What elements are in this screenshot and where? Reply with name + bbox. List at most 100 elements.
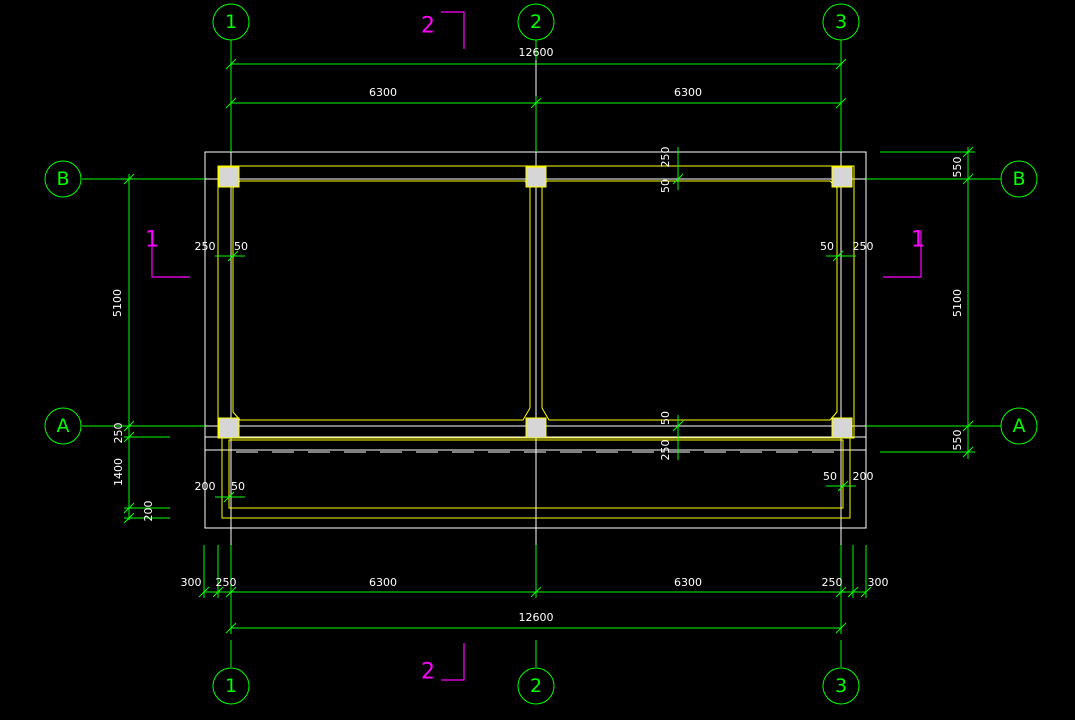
tick (212, 586, 224, 598)
column-a3 (831, 417, 853, 439)
dim-beam-bottom-width: 250 (659, 440, 672, 461)
grid-bubble-2-top (517, 3, 555, 41)
grid-label-1-bottom: 1 (225, 675, 237, 697)
tick (225, 58, 237, 70)
tick (962, 446, 974, 458)
dim-bottom-bay-right: 6300 (674, 576, 702, 589)
tick (835, 586, 847, 598)
section-label-2-bottom: 2 (421, 660, 435, 685)
section-markers: 2 2 1 1 (145, 11, 925, 685)
dim-right-span: 5100 (951, 289, 964, 317)
grid-bubble-3-bottom (822, 667, 860, 705)
tick (223, 491, 235, 503)
grid-bubble-1-bottom (212, 667, 250, 705)
top-dimensions: 12600 6300 6300 (225, 46, 847, 152)
dim-bottom-bay-left: 6300 (369, 576, 397, 589)
tick (225, 97, 237, 109)
dim-extension-left-offset: 50 (231, 480, 245, 493)
tick (860, 586, 872, 598)
column-b3 (831, 166, 853, 188)
dim-left-offset: 50 (234, 240, 248, 253)
dim-right-offset: 50 (820, 240, 834, 253)
extension-inner (228, 439, 844, 509)
bay-inner-right (541, 180, 838, 421)
column-a2 (525, 417, 547, 439)
dim-beam-top-offset: 50 (659, 179, 672, 193)
grid-label-b-right: B (1012, 168, 1025, 190)
grid-label-2-top: 2 (530, 11, 542, 33)
tick (847, 586, 859, 598)
dim-bottom-total: 12600 (519, 611, 554, 624)
tick (962, 146, 974, 158)
section-mark-2-bottom (441, 643, 465, 681)
grid-bubble-b-right (1000, 160, 1038, 198)
tick (962, 420, 974, 432)
tick (227, 250, 239, 262)
grid-bubble-a-left (44, 407, 82, 445)
dim-top-bay-left: 6300 (369, 86, 397, 99)
tick (530, 586, 542, 598)
dim-right-wall: 250 (853, 240, 874, 253)
section-mark-1-right (883, 230, 922, 278)
tick (123, 420, 135, 432)
tick (225, 586, 237, 598)
tick (198, 586, 210, 598)
grid-label-1-top: 1 (225, 11, 237, 33)
bottom-dimensions: 300 250 6300 6300 250 300 12600 (181, 545, 889, 634)
section-label-1-right: 1 (911, 228, 925, 253)
tick (835, 97, 847, 109)
dim-left-a-offset: 250 (112, 423, 125, 444)
dim-beam-bottom-offset: 50 (659, 411, 672, 425)
column-b2 (525, 166, 547, 188)
tick (123, 431, 135, 443)
grid-bubble-1-top (212, 3, 250, 41)
dim-extension-right-offset: 50 (823, 470, 837, 483)
dim-bottom-right-wall: 250 (822, 576, 843, 589)
section-mark-2-top (441, 11, 465, 49)
dim-right-top: 550 (951, 157, 964, 178)
section-mark-1-left (151, 230, 190, 278)
tick (123, 173, 135, 185)
dim-extension-left-wall: 200 (195, 480, 216, 493)
tick (530, 97, 542, 109)
dim-bottom-left-margin: 300 (181, 576, 202, 589)
section-label-2-top: 2 (421, 14, 435, 39)
dim-bottom-left-wall: 250 (216, 576, 237, 589)
dim-left-span: 5100 (111, 289, 124, 317)
columns (218, 166, 853, 439)
bay-inner-left (232, 180, 531, 421)
dim-top-total: 12600 (519, 46, 554, 59)
dim-beam-top-width: 250 (659, 147, 672, 168)
grid-label-2-bottom: 2 (530, 675, 542, 697)
grid-label-3-bottom: 3 (835, 675, 847, 697)
grid-label-a-left: A (57, 415, 70, 437)
section-label-1-left: 1 (145, 228, 159, 253)
dim-bottom-right-margin: 300 (868, 576, 889, 589)
tick (837, 480, 849, 492)
tick (962, 173, 974, 185)
right-dimensions: 550 5100 550 (880, 146, 975, 459)
beam-detail-dimensions: 250 50 50 250 250 50 50 250 200 50 50 20… (195, 147, 874, 503)
tick (835, 58, 847, 70)
grid-label-3-top: 3 (835, 11, 847, 33)
column-a1 (218, 417, 240, 439)
dim-left-wall: 250 (195, 240, 216, 253)
grid-label-a-right: A (1013, 415, 1026, 437)
tick (672, 173, 684, 185)
tick (123, 512, 135, 524)
tick (835, 622, 847, 634)
grid-bubbles: 1 2 3 1 2 3 B A B A (44, 3, 1038, 705)
grid-bubble-2-bottom (517, 667, 555, 705)
dim-right-bottom: 550 (951, 430, 964, 451)
column-b1 (218, 166, 240, 188)
tick (672, 420, 684, 432)
grid-bubble-b-left (44, 160, 82, 198)
tick (123, 502, 135, 514)
tick (832, 250, 844, 262)
grid-bubble-a-right (1000, 407, 1038, 445)
dim-extension-right-wall: 200 (853, 470, 874, 483)
grid-label-b-left: B (56, 168, 69, 190)
tick (225, 622, 237, 634)
dim-left-extension: 1400 (112, 458, 125, 486)
